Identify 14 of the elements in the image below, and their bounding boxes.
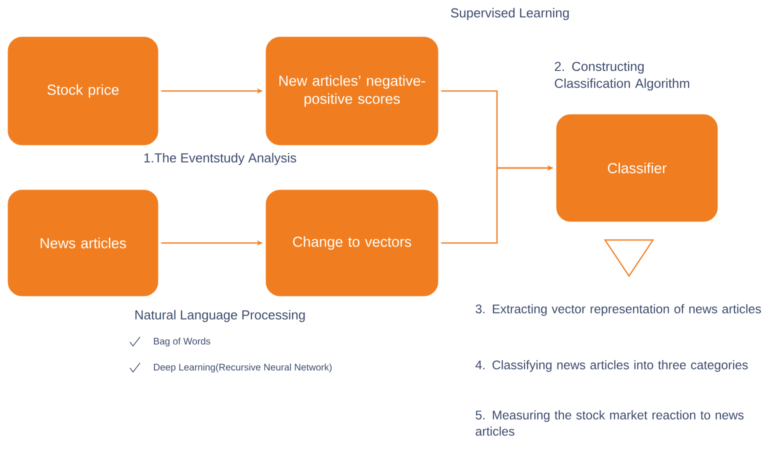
label-text: Supervised Learning	[450, 8, 569, 20]
label-text: Bag of Words	[154, 338, 210, 346]
process-box: News articles	[8, 190, 158, 296]
process-box: Stock price	[8, 36, 158, 146]
label-text: 3. Extracting vector representation of news articles	[476, 304, 761, 316]
process-box: Change to vectors	[266, 190, 438, 296]
label-text: 2. Constructing Classification Algorithm	[554, 61, 690, 90]
process-box: New articles’ negative-positive scores	[266, 36, 438, 146]
label-text: 1.The Eventstudy Analysis	[144, 152, 296, 166]
label-text: 5. Measuring the stock market reaction to news articles	[476, 410, 744, 436]
label-text: Natural Language Processing	[135, 310, 305, 322]
label-text: 4. Classifying news articles into three categories	[476, 360, 748, 372]
label-text: Deep Learning(Recursive Neural Network)	[154, 364, 332, 372]
process-box: Classifier	[556, 114, 718, 222]
